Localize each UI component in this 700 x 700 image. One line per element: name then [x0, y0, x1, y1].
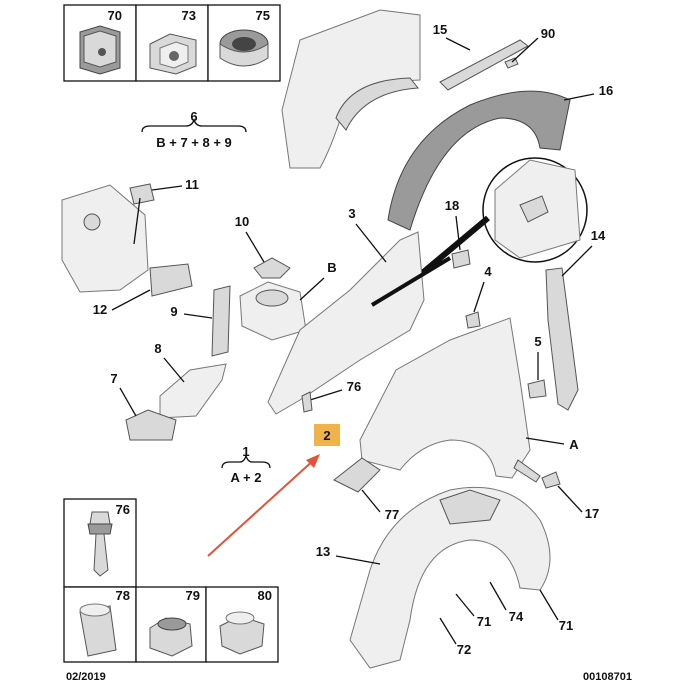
callout-11: 11 — [185, 177, 199, 192]
callout-5: 5 — [534, 334, 541, 349]
hardware-box-73: 73 — [135, 4, 209, 82]
inner-wing-panel — [267, 231, 425, 415]
brace-1 — [221, 453, 271, 469]
box-label-80: 80 — [258, 588, 272, 603]
callout-10: 10 — [235, 214, 249, 229]
clip-90 — [504, 57, 519, 69]
cap-17 — [541, 471, 561, 489]
callout-16: 16 — [599, 83, 613, 98]
callout-15: 15 — [433, 22, 447, 37]
callout-4: 4 — [484, 264, 492, 279]
bracket-7 — [125, 409, 177, 441]
hardware-box-78: 78 — [63, 586, 137, 663]
callout-18: 18 — [445, 198, 459, 213]
callout-74: 74 — [509, 609, 524, 624]
formula-1: A + 2 — [231, 470, 262, 485]
rail-8 — [159, 363, 227, 419]
bracket-5 — [527, 379, 547, 399]
bracket-77 — [333, 457, 381, 493]
box-label-75: 75 — [256, 8, 270, 23]
bolt-76 — [301, 391, 313, 413]
bracket-12 — [149, 263, 193, 297]
wheel-arch-liner — [349, 486, 551, 669]
front-fender — [359, 317, 531, 479]
seal-14 — [545, 267, 579, 411]
date-label: 02/2019 — [66, 671, 106, 683]
hardware-box-80: 80 — [205, 586, 279, 663]
callout-2: 2 — [323, 428, 330, 443]
callout-72: 72 — [457, 642, 471, 657]
engine-bay-support — [61, 183, 155, 293]
callout-9: 9 — [170, 304, 177, 319]
hardware-box-79: 79 — [135, 586, 207, 663]
pointer-arrow — [207, 457, 317, 557]
hardware-box-70: 70 — [63, 4, 137, 82]
callout-90: 90 — [541, 26, 555, 41]
fender-clip — [513, 459, 541, 483]
callout-71-a: 71 — [477, 614, 491, 629]
callout-8: 8 — [154, 341, 161, 356]
callout-B: B — [327, 260, 336, 275]
callout-14: 14 — [591, 228, 606, 243]
callout-17: 17 — [585, 506, 599, 521]
hardware-box-76: 76 — [63, 498, 137, 588]
callout-77: 77 — [385, 507, 399, 522]
clip-4 — [465, 311, 481, 329]
callout-12: 12 — [93, 302, 107, 317]
box-label-76: 76 — [116, 502, 130, 517]
hardware-box-75: 75 — [207, 4, 281, 82]
box-label-70: 70 — [108, 8, 122, 23]
wheel-arch-trim — [387, 90, 571, 231]
callout-6: 6 — [190, 109, 197, 124]
callout-13: 13 — [316, 544, 330, 559]
callout-71-b: 71 — [559, 618, 573, 633]
bracket-9 — [211, 285, 231, 357]
box-label-73: 73 — [182, 8, 196, 23]
callout-7: 7 — [110, 371, 117, 386]
highlight-2 — [314, 424, 340, 446]
callout-3: 3 — [348, 206, 355, 221]
callout-76: 76 — [347, 379, 361, 394]
brace-6 — [141, 117, 247, 133]
box-label-79: 79 — [186, 588, 200, 603]
callout-1: 1 — [242, 444, 249, 459]
clip-18 — [451, 249, 471, 269]
suspension-tower — [239, 257, 307, 341]
reference-number: 00108701 — [583, 671, 632, 683]
callout-A: A — [569, 437, 579, 452]
sill-strip — [439, 39, 529, 91]
box-label-78: 78 — [116, 588, 130, 603]
rear-body-panel — [281, 9, 421, 169]
formula-6: B + 7 + 8 + 9 — [156, 135, 232, 150]
